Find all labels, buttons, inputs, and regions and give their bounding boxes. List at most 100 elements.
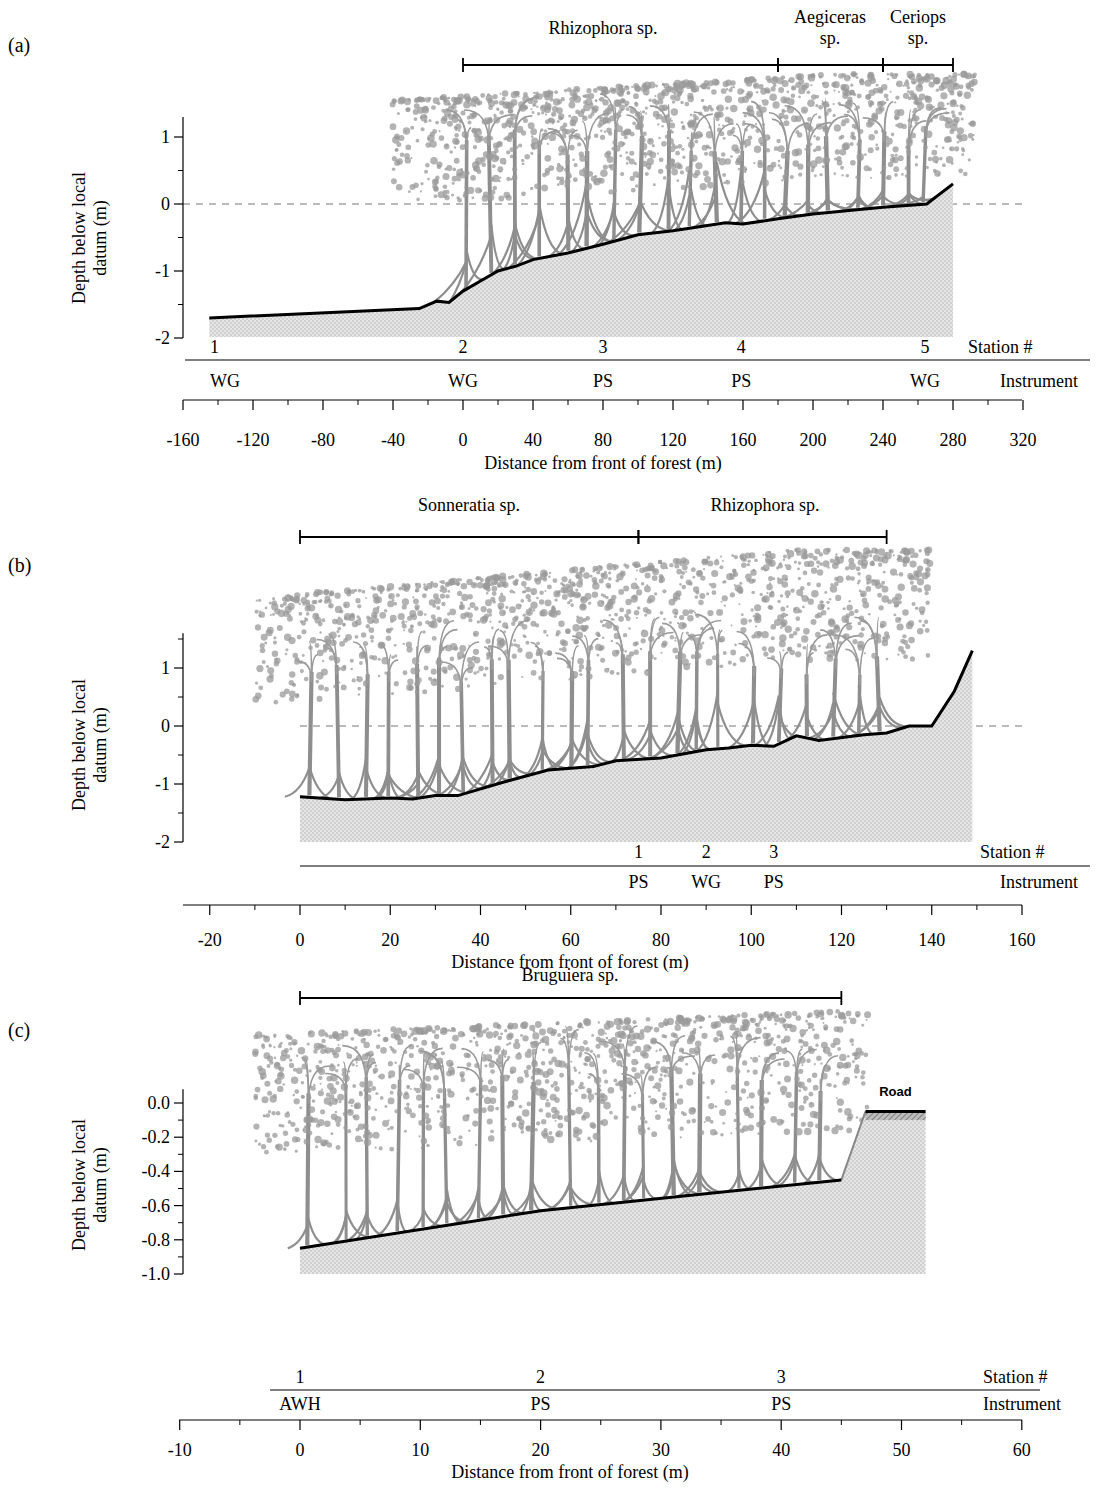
leaf-blob bbox=[532, 111, 535, 114]
leaf-blob bbox=[317, 696, 323, 702]
leaf-blob bbox=[964, 92, 971, 99]
leaf-blob bbox=[422, 630, 426, 634]
prop-root bbox=[285, 767, 309, 796]
leaf-blob bbox=[941, 83, 943, 85]
leaf-blob bbox=[698, 112, 702, 116]
leaf-blob bbox=[795, 627, 800, 632]
leaf-blob bbox=[822, 165, 825, 168]
leaf-blob bbox=[958, 168, 963, 173]
leaf-blob bbox=[835, 149, 841, 155]
leaf-blob bbox=[819, 76, 822, 79]
leaf-blob bbox=[838, 136, 842, 140]
leaf-blob bbox=[833, 114, 836, 117]
leaf-blob bbox=[486, 154, 492, 160]
leaf-blob bbox=[459, 120, 463, 124]
leaf-blob bbox=[594, 133, 599, 138]
leaf-blob bbox=[774, 146, 779, 151]
leaf-blob bbox=[644, 152, 648, 156]
leaf-blob bbox=[525, 651, 532, 658]
trunk bbox=[639, 136, 642, 233]
leaf-blob bbox=[703, 568, 705, 570]
leaf-blob bbox=[891, 73, 897, 79]
leaf-blob bbox=[663, 176, 667, 180]
leaf-blob bbox=[837, 160, 843, 166]
leaf-blob bbox=[420, 182, 423, 185]
leaf-blob bbox=[593, 88, 598, 93]
leaf-blob bbox=[669, 122, 675, 128]
species-extent-bar bbox=[883, 58, 953, 72]
leaf-blob bbox=[711, 89, 717, 95]
leaf-blob bbox=[702, 105, 706, 109]
leaf-blob bbox=[416, 198, 420, 202]
species-extent-bar bbox=[778, 58, 883, 72]
leaf-blob bbox=[513, 639, 516, 642]
leaf-blob bbox=[722, 173, 726, 177]
leaf-blob bbox=[604, 95, 607, 98]
leaf-blob bbox=[495, 156, 500, 161]
leaf-blob bbox=[807, 117, 812, 122]
leaf-blob bbox=[821, 102, 824, 105]
leaf-blob bbox=[880, 624, 885, 629]
leaf-blob bbox=[583, 572, 590, 579]
leaf-blob bbox=[762, 554, 764, 556]
leaf-blob bbox=[885, 136, 889, 140]
leaf-blob bbox=[541, 185, 548, 192]
leaf-blob bbox=[633, 650, 638, 655]
leaf-blob bbox=[260, 643, 265, 648]
leaf-blob bbox=[595, 100, 597, 102]
leaf-blob bbox=[768, 165, 770, 167]
leaf-blob bbox=[505, 136, 510, 141]
leaf-blob bbox=[410, 126, 414, 130]
leaf-blob bbox=[810, 84, 812, 86]
leaf-blob bbox=[747, 105, 754, 112]
leaf-blob bbox=[860, 78, 864, 82]
leaf-blob bbox=[642, 131, 647, 136]
leaf-blob bbox=[583, 116, 585, 118]
leaf-blob bbox=[425, 97, 431, 103]
leaf-blob bbox=[569, 145, 575, 151]
leaf-blob bbox=[925, 95, 929, 99]
leaf-blob bbox=[467, 116, 471, 120]
leaf-blob bbox=[909, 75, 913, 79]
leaf-blob bbox=[536, 106, 538, 108]
leaf-blob bbox=[850, 576, 855, 581]
leaf-blob bbox=[695, 643, 703, 651]
leaf-blob bbox=[444, 167, 447, 170]
leaf-blob bbox=[787, 105, 791, 109]
leaf-blob bbox=[685, 166, 691, 172]
leaf-blob bbox=[681, 121, 684, 124]
leaf-blob bbox=[390, 123, 397, 130]
leaf-blob bbox=[890, 154, 894, 158]
leaf-blob bbox=[855, 176, 858, 179]
leaf-blob bbox=[460, 110, 465, 115]
leaf-blob bbox=[762, 123, 765, 126]
leaf-blob bbox=[493, 117, 500, 124]
leaf-blob bbox=[501, 123, 507, 129]
leaf-blob bbox=[533, 659, 538, 664]
leaf-blob bbox=[397, 112, 400, 115]
leaf-blob bbox=[846, 174, 850, 178]
leaf-blob bbox=[502, 101, 505, 104]
leaf-blob bbox=[391, 178, 397, 184]
leaf-blob bbox=[584, 137, 587, 140]
leaf-blob bbox=[701, 83, 707, 89]
leaf-blob bbox=[963, 172, 968, 177]
leaf-blob bbox=[884, 93, 889, 98]
leaf-blob bbox=[816, 123, 823, 130]
leaf-blob bbox=[939, 115, 945, 121]
leaf-blob bbox=[494, 100, 498, 104]
leaf-blob bbox=[676, 86, 683, 93]
leaf-blob bbox=[655, 105, 658, 108]
leaf-blob bbox=[917, 588, 922, 593]
leaf-blob bbox=[559, 177, 564, 182]
leaf-blob bbox=[868, 147, 874, 153]
leaf-blob bbox=[430, 157, 438, 165]
leaf-blob bbox=[778, 164, 781, 167]
leaf-blob bbox=[472, 128, 478, 134]
prop-root bbox=[674, 195, 689, 230]
leaf-blob bbox=[572, 639, 574, 641]
leaf-blob bbox=[417, 107, 424, 114]
leaf-blob bbox=[533, 99, 538, 104]
leaf-blob bbox=[940, 92, 947, 99]
leaf-blob bbox=[834, 157, 837, 160]
